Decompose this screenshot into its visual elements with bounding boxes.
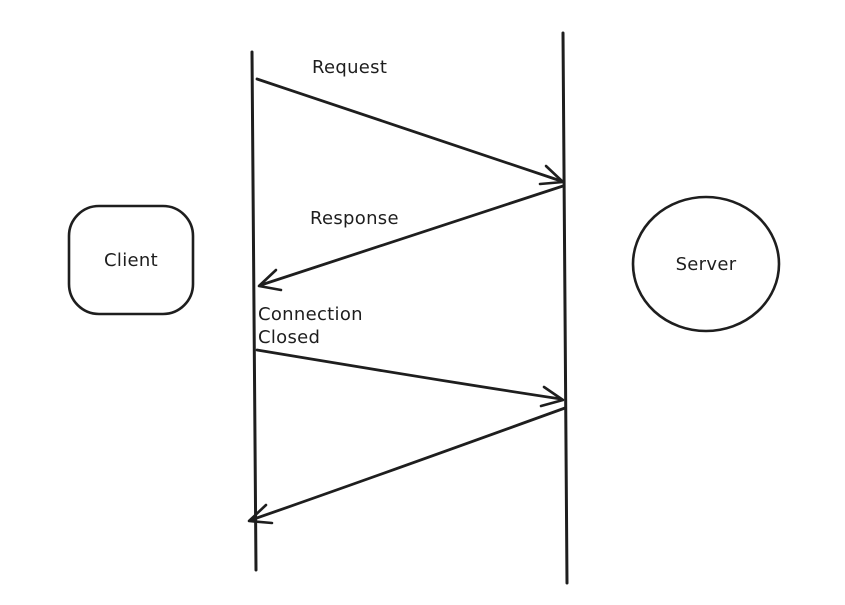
- response-arrow: [259, 184, 565, 287]
- client-node: Client: [67, 204, 195, 316]
- client-label: Client: [104, 250, 158, 271]
- connection-closed-arrowhead-icon: [539, 385, 565, 408]
- server-label: Server: [676, 254, 737, 275]
- final-ack-arrow: [249, 406, 567, 522]
- server-node: Server: [631, 195, 781, 333]
- request-label: Request: [312, 57, 387, 78]
- final-ack-message: [247, 406, 567, 525]
- connection-closed-label-line1: Connection: [258, 304, 363, 325]
- client-shape: [67, 204, 195, 316]
- request-message: Request: [255, 57, 565, 186]
- server-lifeline: [561, 31, 569, 585]
- connection-closed-arrow: [255, 348, 563, 401]
- connection-closed-message: Connection Closed: [255, 304, 565, 408]
- client-lifeline: [250, 50, 258, 572]
- response-label: Response: [310, 208, 399, 229]
- request-arrow: [255, 77, 563, 183]
- response-message: Response: [257, 184, 565, 292]
- request-arrowhead-icon: [538, 164, 565, 186]
- connection-closed-label-line2: Closed: [258, 327, 320, 348]
- final-ack-arrowhead-icon: [247, 503, 274, 525]
- response-arrowhead-icon: [257, 268, 283, 292]
- server-shape: [631, 195, 781, 333]
